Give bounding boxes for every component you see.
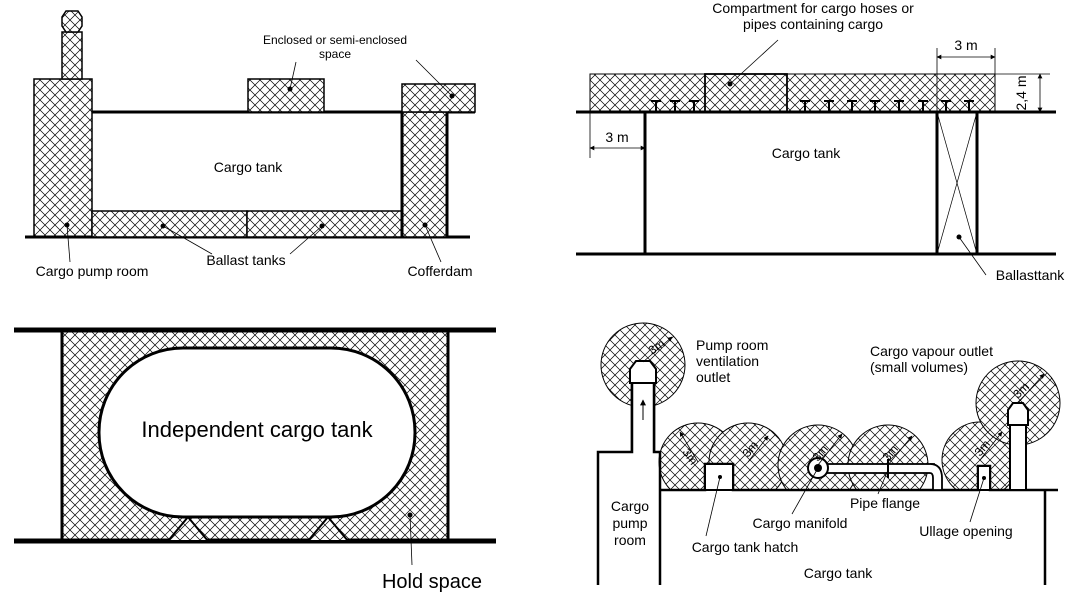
- radius-markers: [642, 336, 1045, 466]
- pipe-flange-label: Pipe flange: [850, 495, 920, 511]
- cargo-tank-label-2: Cargo tank: [772, 145, 841, 161]
- ballast-tank-left: [91, 210, 248, 238]
- diagram-cargo-tank-with-ballast: Enclosed or semi-enclosed space Cargo ta…: [25, 10, 476, 279]
- vent-head: [61, 10, 83, 33]
- compartment-label-2: pipes containing cargo: [743, 16, 883, 32]
- hold-space-label: Hold space: [382, 571, 482, 593]
- cofferdam-deck-block: [401, 83, 476, 113]
- dim-height: 2,4 m: [1013, 75, 1029, 110]
- vent-pipe: [61, 31, 83, 80]
- independent-tank-label: Independent cargo tank: [141, 417, 373, 442]
- dim-3m-top: 3 m: [954, 37, 977, 53]
- enclosed-space-block: [247, 78, 325, 113]
- deck-hazard-zone: [589, 73, 996, 113]
- diagram-independent-tank: Independent cargo tank Hold space: [14, 327, 496, 593]
- cofferdam-label: Cofferdam: [407, 263, 472, 279]
- manifold-label: Cargo manifold: [753, 515, 848, 531]
- independent-tank-body: [97, 346, 417, 519]
- vapour-outlet-label: Cargo vapour outlet: [870, 343, 993, 359]
- vapour-outlet-label-2: (small volumes): [870, 359, 968, 375]
- ullage-label: Ullage opening: [919, 523, 1012, 539]
- pump-vent-label-3: outlet: [696, 369, 730, 385]
- enclosed-space-label: Enclosed or semi-enclosed: [263, 33, 407, 47]
- deck-fittings: [651, 100, 974, 112]
- pump-room-label: Cargo pump room: [36, 263, 149, 279]
- diagram-deck-zone-3m: 3 m 3 m 2,4 m Compartment for cargo hose…: [576, 0, 1065, 283]
- pump-room-block: [33, 78, 93, 238]
- pump-room-label-3: pump: [612, 515, 647, 531]
- pump-vent-label: Pump room: [696, 337, 768, 353]
- pump-room-label-4: room: [614, 532, 646, 548]
- ballast-tank-right: [246, 210, 403, 238]
- compartment-label: Compartment for cargo hoses or: [712, 0, 914, 16]
- cargo-tank-label: Cargo tank: [214, 159, 283, 175]
- ballast-tank-label: Ballasttank: [996, 267, 1065, 283]
- hose-compartment-block: [704, 73, 788, 113]
- pump-vent-label-2: ventilation: [696, 353, 759, 369]
- cofferdam-block: [401, 111, 448, 238]
- hatch-label: Cargo tank hatch: [692, 539, 799, 555]
- enclosed-space-label-2: space: [319, 47, 351, 61]
- ballast-tanks-label: Ballast tanks: [206, 252, 285, 268]
- pump-room-label-2: Cargo: [611, 498, 649, 514]
- diagram-vents-and-openings: 3m 3m 3m 3m 3m 3m 3m Pump room ventilati…: [596, 322, 1061, 599]
- cargo-tank-label-4: Cargo tank: [804, 565, 873, 581]
- dim-3m-left: 3 m: [605, 129, 628, 145]
